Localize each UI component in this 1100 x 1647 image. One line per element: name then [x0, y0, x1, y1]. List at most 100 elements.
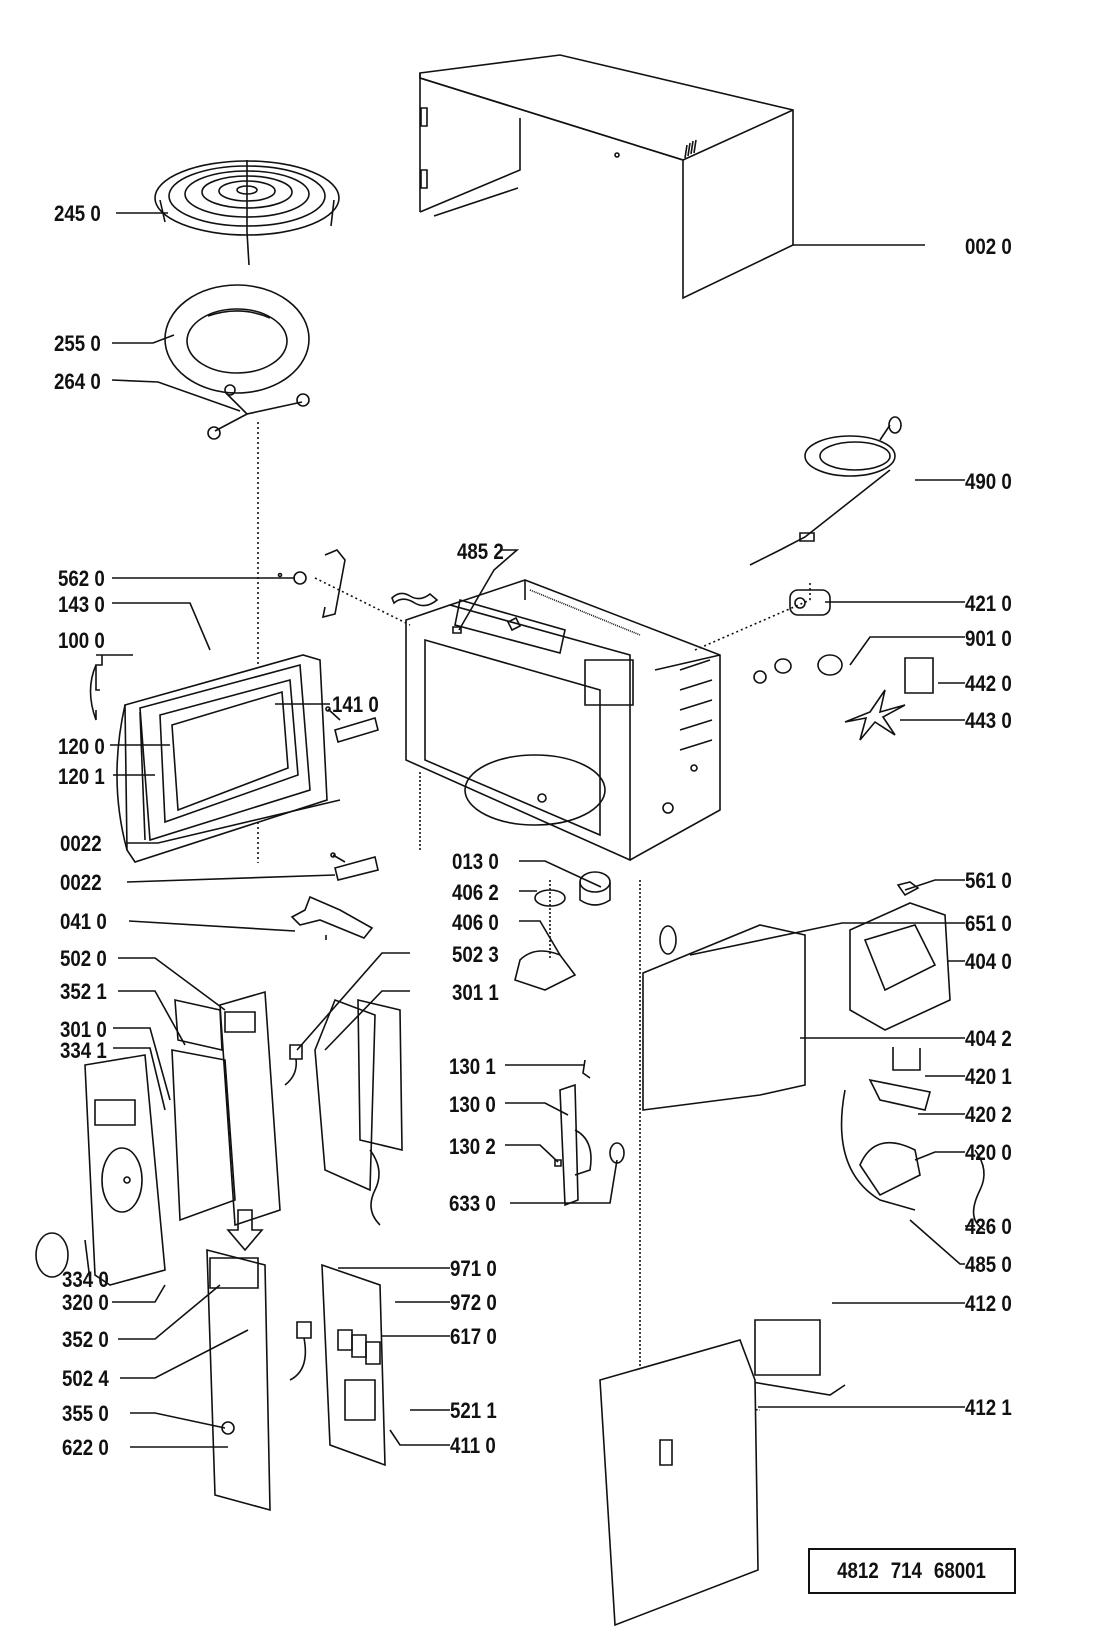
part-label-245-0: 245 0 — [54, 201, 101, 226]
leader-901-0 — [850, 637, 965, 665]
part-label-622-0: 622 0 — [62, 1435, 109, 1460]
leader-255-0 — [112, 335, 174, 343]
leader-301-1 — [325, 991, 410, 1050]
part-label-412-1: 412 1 — [965, 1395, 1012, 1420]
part-label-352-0: 352 0 — [62, 1327, 109, 1352]
leader-485-2 — [459, 550, 517, 630]
part-label-0022-b: 0022 — [60, 870, 102, 895]
part-label-901-0: 901 0 — [965, 626, 1012, 651]
leader-264-0 — [112, 380, 240, 411]
part-label-041-0: 041 0 — [60, 909, 107, 934]
leader-130-0 — [505, 1103, 568, 1115]
lower-pcb-assembly — [207, 1250, 385, 1510]
leader-502-3 — [297, 953, 410, 1050]
part-label-490-0: 490 0 — [965, 469, 1012, 494]
leader-633-0 — [510, 1160, 617, 1203]
part-label-502-3: 502 3 — [452, 942, 499, 967]
part-label-972-0: 972 0 — [450, 1290, 497, 1315]
part-label-406-2: 406 2 — [452, 880, 499, 905]
part-label-120-1: 120 1 — [58, 764, 105, 789]
right-components — [600, 590, 985, 1625]
oven-cavity-assembly — [406, 580, 720, 860]
leader-355-0 — [130, 1413, 225, 1428]
part-label-013-0: 013 0 — [452, 849, 499, 874]
leader-320-0 — [112, 1285, 165, 1302]
part-label-0022-a: 0022 — [60, 831, 102, 856]
part-label-421-0: 421 0 — [965, 591, 1012, 616]
part-label-521-1: 521 1 — [450, 1398, 497, 1423]
door-assembly — [117, 655, 327, 862]
part-label-130-1: 130 1 — [449, 1054, 496, 1079]
part-label-320-0: 320 0 — [62, 1290, 109, 1315]
part-label-301-1: 301 1 — [452, 980, 499, 1005]
part-label-334-1: 334 1 — [60, 1038, 107, 1063]
part-label-301-0: 301 0 — [60, 1017, 107, 1042]
leader-0022-b — [127, 875, 335, 882]
clip — [392, 593, 520, 633]
hinge-plates — [326, 707, 378, 880]
leader-561-0 — [905, 880, 965, 890]
part-label-426-0: 426 0 — [965, 1214, 1012, 1239]
turntable-motor-parts — [515, 872, 610, 990]
part-label-120-0: 120 0 — [58, 734, 105, 759]
part-label-633-0: 633 0 — [449, 1191, 496, 1216]
leader-0022-a — [127, 800, 340, 843]
part-label-143-0: 143 0 — [58, 592, 105, 617]
part-label-561-0: 561 0 — [965, 868, 1012, 893]
leader-502-4 — [120, 1330, 248, 1378]
control-panel-assembly — [36, 992, 402, 1285]
part-label-406-0: 406 0 — [452, 910, 499, 935]
leader-143-0 — [112, 603, 210, 650]
document-number-box: 4812 714 68001 — [808, 1548, 1016, 1594]
part-label-502-4: 502 4 — [62, 1366, 109, 1391]
part-label-420-2: 420 2 — [965, 1102, 1012, 1127]
part-label-355-0: 355 0 — [62, 1401, 109, 1426]
leader-334-1 — [113, 1048, 165, 1110]
part-label-100-0: 100 0 — [58, 628, 105, 653]
leader-502-0 — [118, 958, 225, 1010]
part-label-442-0: 442 0 — [965, 671, 1012, 696]
grill-rack — [155, 160, 339, 265]
part-label-255-0: 255 0 — [54, 331, 101, 356]
leader-352-1 — [118, 991, 185, 1045]
part-label-130-0: 130 0 — [449, 1092, 496, 1117]
part-label-264-0: 264 0 — [54, 369, 101, 394]
leader-485-0 — [910, 1220, 965, 1264]
part-label-485-0: 485 0 — [965, 1252, 1012, 1277]
part-label-002-0: 002 0 — [965, 234, 1012, 259]
part-label-420-0: 420 0 — [965, 1140, 1012, 1165]
document-number: 4812 714 68001 — [837, 1558, 987, 1583]
part-label-412-0: 412 0 — [965, 1291, 1012, 1316]
roller-support — [208, 385, 309, 439]
part-label-971-0: 971 0 — [450, 1256, 497, 1281]
outer-cabinet — [420, 55, 793, 298]
part-label-130-2: 130 2 — [449, 1134, 496, 1159]
leader-651-0 — [690, 923, 965, 955]
part-label-334-0: 334 0 — [62, 1267, 109, 1292]
part-label-485-2: 485 2 — [457, 539, 504, 564]
leader-411-0 — [390, 1430, 450, 1445]
part-label-352-1: 352 1 — [60, 979, 107, 1004]
part-label-651-0: 651 0 — [965, 911, 1012, 936]
leader-130-2 — [505, 1145, 558, 1162]
part-label-502-0: 502 0 — [60, 946, 107, 971]
leader-352-0 — [118, 1285, 220, 1339]
leader-420-0 — [915, 1152, 965, 1160]
part-label-411-0: 411 0 — [450, 1433, 496, 1458]
leader-301-0 — [113, 1028, 170, 1100]
part-label-141-0: 141 0 — [332, 692, 379, 717]
leader-406-0 — [519, 921, 560, 955]
leader-013-0 — [519, 861, 601, 887]
part-label-404-0: 404 0 — [965, 949, 1012, 974]
part-label-420-1: 420 1 — [965, 1064, 1012, 1089]
bracket-100-0 — [96, 655, 133, 690]
part-label-562-0: 562 0 — [58, 566, 105, 591]
turntable-glass-plate — [165, 285, 309, 393]
bracket-041 — [292, 897, 372, 940]
leader-334-0 — [85, 1240, 90, 1285]
part-label-443-0: 443 0 — [965, 708, 1012, 733]
power-cord — [750, 417, 901, 565]
part-label-617-0: 617 0 — [450, 1324, 497, 1349]
part-label-404-2: 404 2 — [965, 1026, 1012, 1051]
